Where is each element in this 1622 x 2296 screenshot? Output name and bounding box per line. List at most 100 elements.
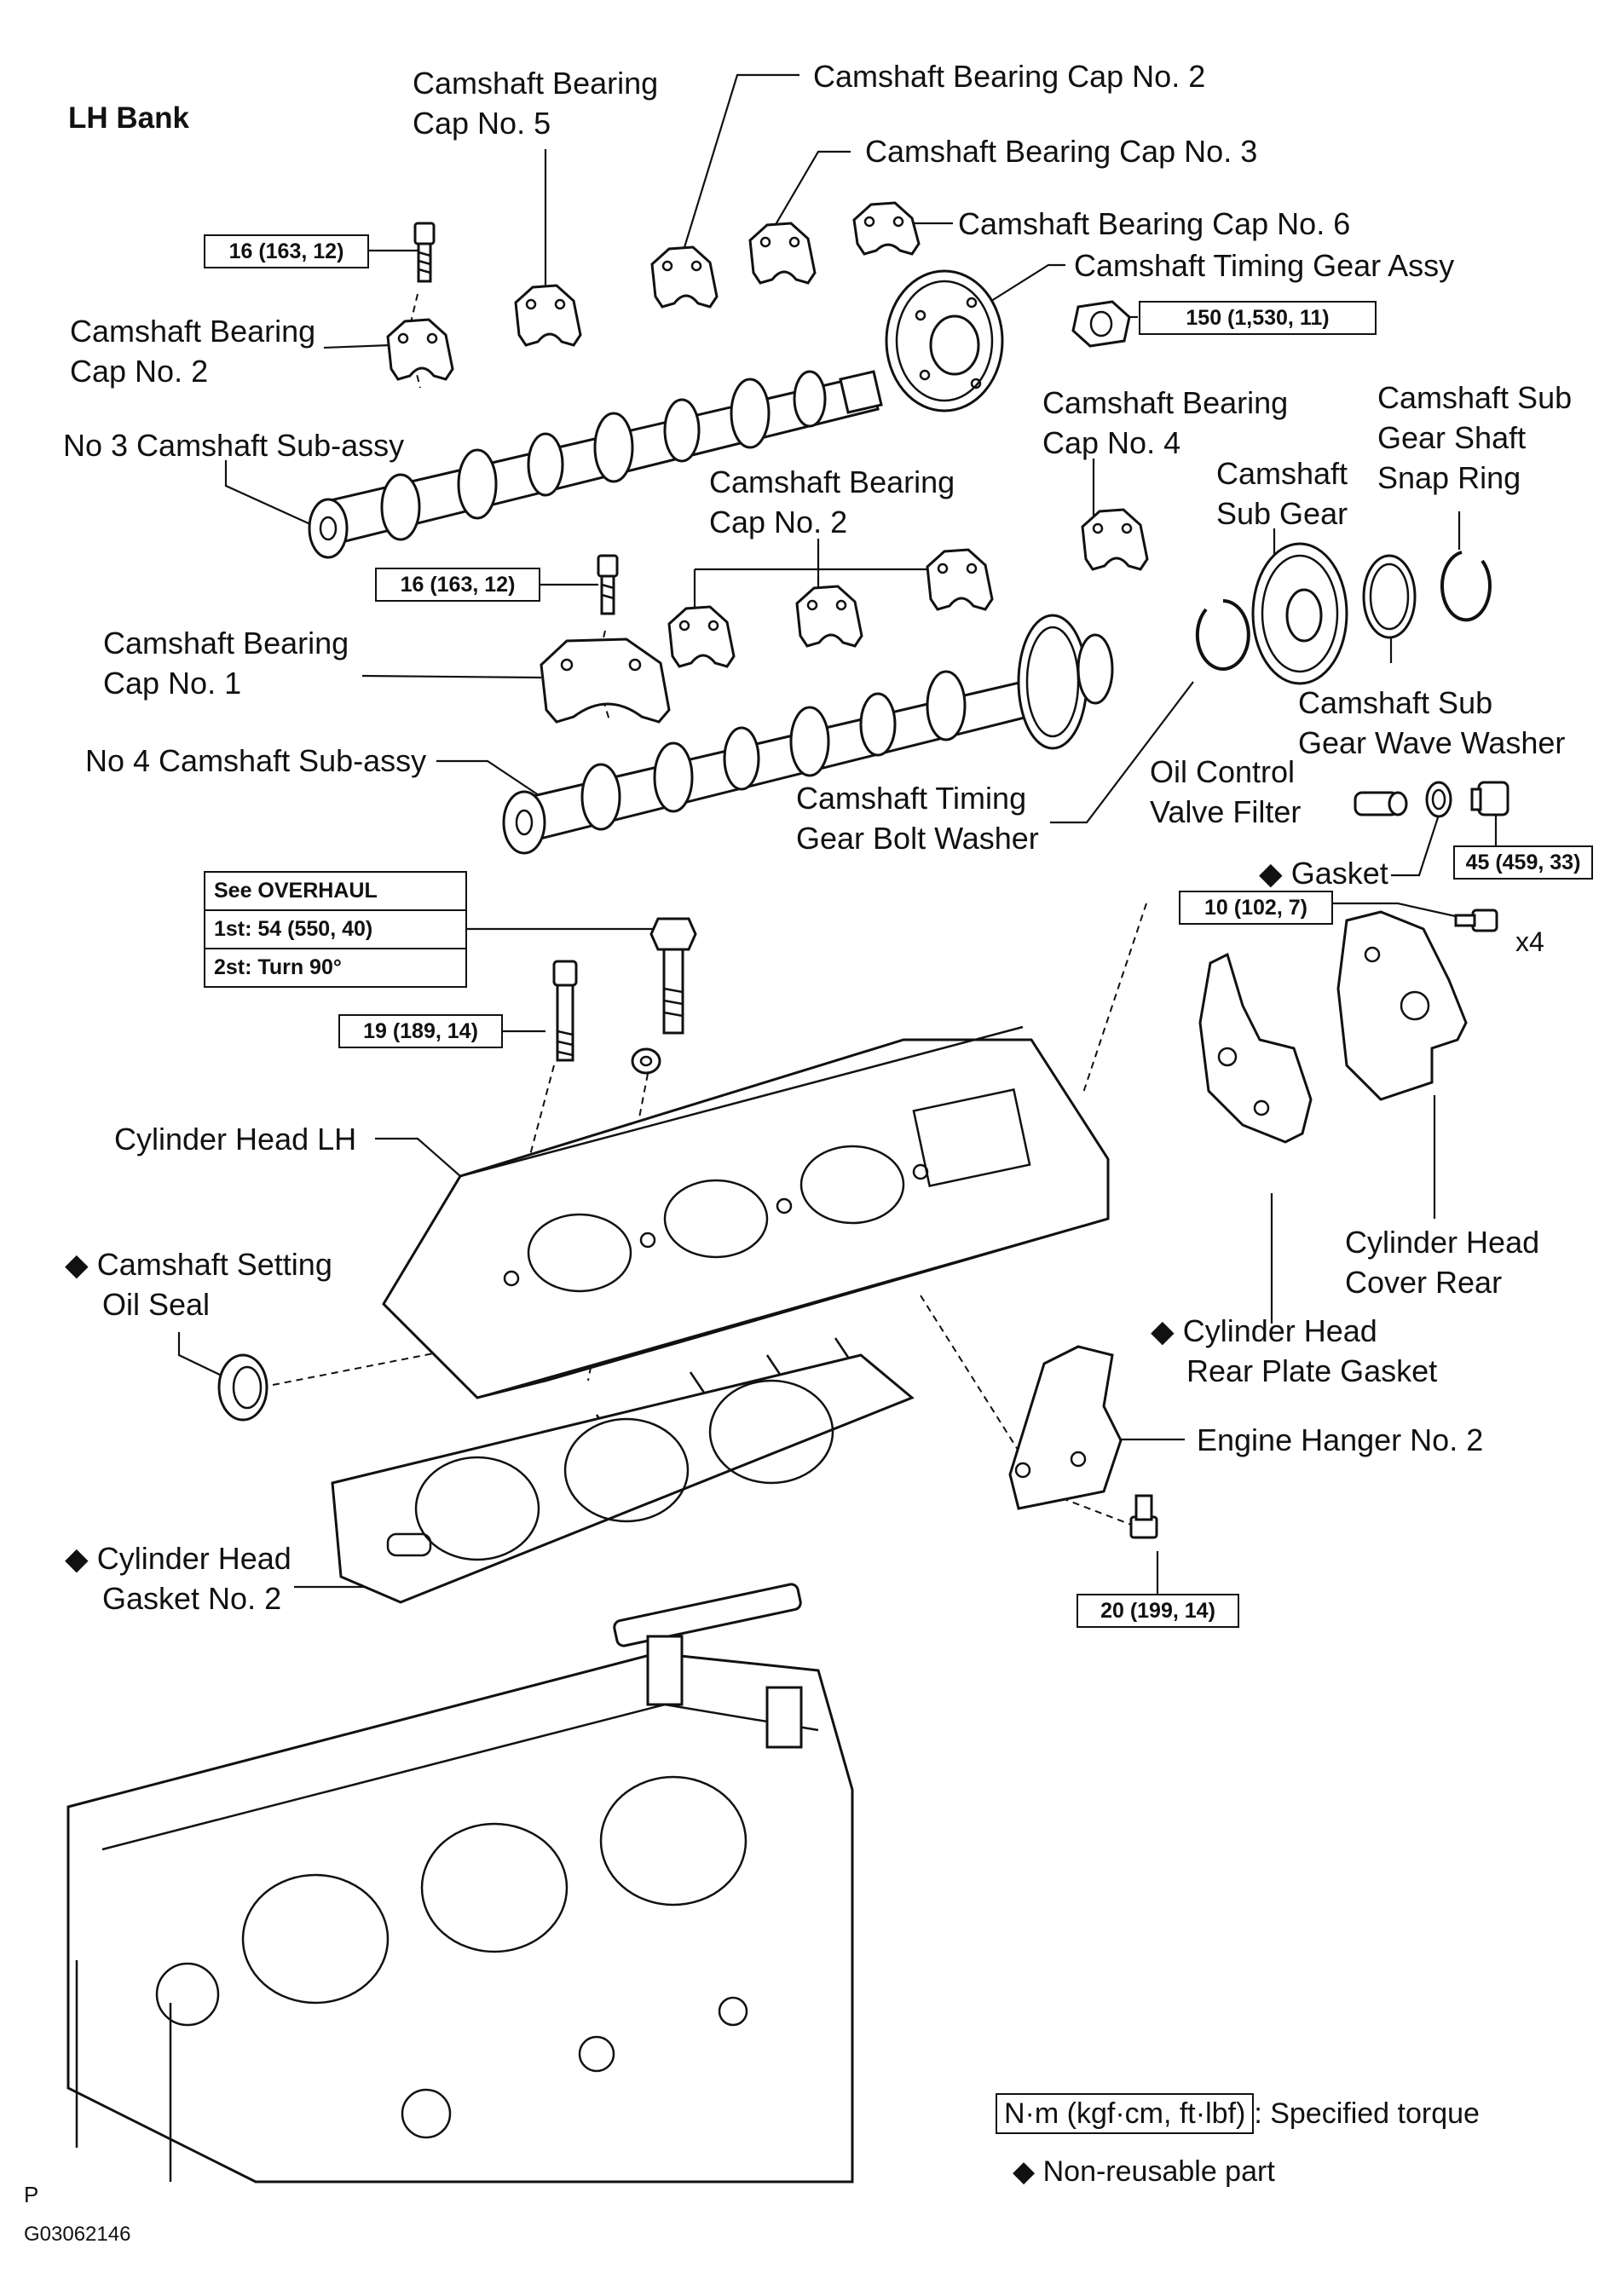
label-no4-camshaft: No 4 Camshaft Sub-assy	[85, 743, 427, 778]
label-rear-plate-gasket-line2: Rear Plate Gasket	[1186, 1353, 1438, 1388]
torque-value: 150 (1,530, 11)	[1186, 306, 1330, 330]
plug-45	[1470, 781, 1509, 816]
bolt-cap1	[597, 554, 619, 615]
label-rear-plate-gasket-text: Cylinder Head	[1182, 1313, 1377, 1348]
label-gasket: ◆ Gasket	[1259, 853, 1388, 893]
legend-nonreusable: ◆ Non-reusable part	[1013, 2152, 1275, 2192]
bolts	[413, 222, 1509, 1539]
label-cap2-left-line2: Cap No. 2	[70, 354, 209, 389]
sub-gear	[1251, 542, 1348, 685]
torque-value: 45 (459, 33)	[1465, 851, 1581, 874]
torque-box-hanger: 20 (199, 14)	[1077, 1594, 1239, 1628]
label-ocv-filter-line1: Oil Control	[1150, 754, 1296, 789]
torque-value: 10 (102, 7)	[1204, 896, 1307, 920]
diagram-title: LH Bank	[68, 101, 189, 135]
label-snap-ring-line3: Snap Ring	[1377, 460, 1521, 495]
torque-box-plug: 45 (459, 33)	[1453, 845, 1593, 880]
legend-nonreusable-text: Non-reusable part	[1042, 2155, 1275, 2188]
nonreusable-icon: ◆	[65, 1541, 89, 1576]
label-cap4-line2: Cap No. 4	[1042, 425, 1181, 460]
cap-2-mid-c	[926, 548, 994, 611]
nonreusable-icon: ◆	[65, 1247, 89, 1282]
camshaft-no3	[308, 370, 883, 559]
label-cover-rear-line1: Cylinder Head	[1345, 1225, 1540, 1260]
label-no3-camshaft: No 3 Camshaft Sub-assy	[63, 428, 405, 463]
label-setting-oil-seal-text: Camshaft Setting	[96, 1247, 332, 1282]
overhaul-step2: 2st: Turn 90°	[214, 955, 342, 979]
head-gasket	[331, 1353, 915, 1604]
rear-plate-gasket	[1198, 952, 1313, 1144]
footer-code: G03062146	[24, 2223, 131, 2246]
label-gasket-text: Gasket	[1290, 856, 1388, 891]
cylinder-head-lh	[382, 1025, 1110, 1441]
overhaul-header: See OVERHAUL	[205, 873, 465, 911]
label-sub-gear-line2: Sub Gear	[1216, 496, 1348, 531]
label-cap5-line2: Cap No. 5	[413, 106, 551, 141]
label-cap1-line1: Camshaft Bearing	[103, 626, 349, 661]
cap-2-mid-a	[667, 605, 736, 668]
label-snap-ring-line1: Camshaft Sub	[1377, 380, 1573, 415]
cylinder-head-cover-rear	[1336, 910, 1468, 1101]
snap-ring	[1440, 551, 1492, 622]
timing-gear-nut	[1071, 300, 1131, 348]
engine-block	[66, 1583, 854, 2184]
cap-6	[852, 201, 921, 256]
label-timing-gear-assy: Camshaft Timing Gear Assy	[1074, 248, 1455, 283]
wave-washer	[1362, 554, 1417, 639]
label-cylinder-head-lh: Cylinder Head LH	[114, 1122, 357, 1157]
label-head-gasket-line2: Gasket No. 2	[102, 1581, 282, 1616]
cap-2-left	[386, 318, 454, 381]
nonreusable-icon: ◆	[1013, 2155, 1036, 2188]
label-wave-washer-line2: Gear Wave Washer	[1298, 725, 1566, 760]
legend-unit-desc: : Specified torque	[1254, 2097, 1480, 2130]
label-sub-gear-line1: Camshaft	[1216, 456, 1348, 491]
label-cap1-line2: Cap No. 1	[103, 666, 242, 701]
bolt-cap2-left	[413, 222, 436, 283]
torque-value: 19 (189, 14)	[363, 1019, 478, 1043]
gasket-ring	[1425, 781, 1452, 818]
label-snap-ring-line2: Gear Shaft	[1377, 420, 1527, 455]
footer-letter: P	[24, 2182, 39, 2207]
label-wave-washer-line1: Camshaft Sub	[1298, 685, 1493, 720]
label-engine-hanger: Engine Hanger No. 2	[1197, 1422, 1484, 1457]
bearing-caps	[386, 201, 1149, 724]
nonreusable-icon: ◆	[1151, 1313, 1175, 1348]
label-cap2-mid-line1: Camshaft Bearing	[709, 464, 955, 499]
cap-3	[748, 222, 817, 285]
torque-box-cover-rear: 10 (102, 7)	[1179, 891, 1333, 925]
bolt-10	[1454, 909, 1498, 932]
label-cap4-line1: Camshaft Bearing	[1042, 385, 1289, 420]
nonreusable-icon: ◆	[1259, 856, 1283, 891]
label-rear-plate-gasket-line1: ◆ Cylinder Head	[1151, 1311, 1377, 1351]
cap-1	[540, 637, 671, 724]
label-cap2-left-line1: Camshaft Bearing	[70, 314, 316, 349]
label-cover-rear-line2: Cover Rear	[1345, 1265, 1503, 1300]
bolt-19	[552, 960, 578, 1062]
label-bolt-washer-line2: Gear Bolt Washer	[796, 821, 1039, 856]
cap-2-top	[650, 245, 719, 309]
overhaul-step1: 1st: 54 (550, 40)	[205, 911, 465, 949]
torque-box-cap2-left: 16 (163, 12)	[204, 234, 369, 268]
torque-value: 20 (199, 14)	[1100, 1599, 1215, 1623]
torque-box-timing-nut: 150 (1,530, 11)	[1139, 301, 1377, 335]
label-head-gasket-line1: ◆ Cylinder Head	[65, 1538, 291, 1578]
label-ocv-filter-line2: Valve Filter	[1150, 794, 1302, 829]
label-cap6: Camshaft Bearing Cap No. 6	[958, 206, 1351, 241]
overhaul-torque-box: See OVERHAUL 1st: 54 (550, 40) 2st: Turn…	[204, 871, 467, 988]
engine-hanger	[1008, 1345, 1123, 1510]
cap-2-mid-b	[795, 585, 863, 648]
torque-box-cap1: 16 (163, 12)	[375, 568, 540, 602]
torque-box-bolt-19: 19 (189, 14)	[338, 1014, 503, 1048]
timing-gear-assy	[885, 269, 1004, 412]
bolt-head	[631, 917, 697, 1075]
label-cap2-mid-line2: Cap No. 2	[709, 505, 848, 539]
oil-seal	[217, 1353, 268, 1422]
legend-unit-box: N·m (kgf·cm, ft·lbf)	[996, 2093, 1255, 2134]
label-head-gasket-text: Cylinder Head	[96, 1541, 291, 1576]
label-bolt-washer-line1: Camshaft Timing	[796, 781, 1027, 816]
label-x4: x4	[1515, 926, 1544, 957]
ocv-filter-part	[1354, 791, 1408, 816]
torque-value: 16 (163, 12)	[400, 573, 516, 597]
cap-4	[1081, 508, 1149, 571]
